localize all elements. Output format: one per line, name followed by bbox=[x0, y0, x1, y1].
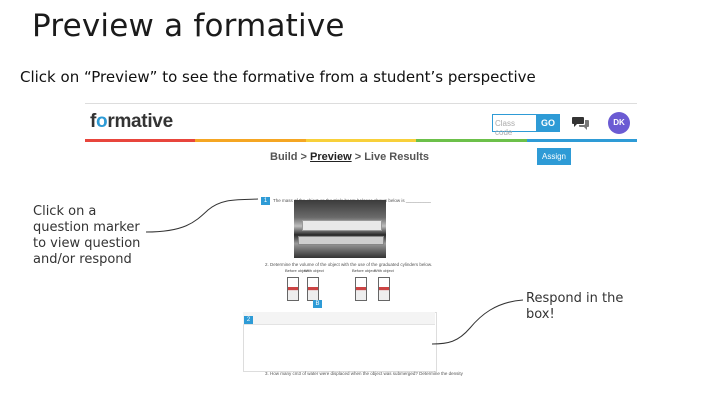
cylinder-label: Before object bbox=[285, 268, 309, 273]
question-1-part2-text: 2. Determine the volume of the object wi… bbox=[265, 262, 433, 267]
question-3-text: 3. How many cm3 of water were displaced … bbox=[265, 371, 463, 376]
tab-live-results[interactable]: Live Results bbox=[364, 151, 429, 163]
slide-title: Preview a formative bbox=[32, 8, 345, 44]
cylinder-label: With object bbox=[374, 268, 394, 273]
class-code-input[interactable]: Class code bbox=[492, 114, 536, 137]
graduated-cylinder-image bbox=[355, 277, 367, 301]
cylinder-label: With object bbox=[304, 268, 324, 273]
assign-button[interactable]: Assign bbox=[537, 148, 571, 165]
formative-logo[interactable]: formative bbox=[90, 111, 173, 132]
rainbow-segment bbox=[305, 139, 417, 142]
slide-subtitle: Click on “Preview” to see the formative … bbox=[20, 68, 536, 86]
cylinder-label: Before object bbox=[352, 268, 376, 273]
question-marker-2[interactable]: 2 bbox=[244, 316, 253, 324]
rainbow-segment bbox=[416, 139, 527, 142]
rainbow-segment bbox=[85, 139, 196, 142]
breadcrumb: Build > Preview > Live Results bbox=[270, 151, 429, 163]
rainbow-divider bbox=[85, 139, 638, 142]
response-box-header bbox=[243, 312, 435, 325]
avatar[interactable]: DK bbox=[608, 112, 630, 134]
question-marker-b[interactable]: B bbox=[313, 300, 322, 308]
balance-photo bbox=[294, 200, 386, 258]
graduated-cylinder-image bbox=[378, 277, 390, 301]
callout-line-left bbox=[145, 198, 259, 233]
callout-line-right bbox=[431, 299, 524, 345]
graduated-cylinder-image bbox=[287, 277, 299, 301]
go-button[interactable]: GO bbox=[536, 114, 560, 132]
rainbow-segment bbox=[195, 139, 306, 142]
chat-bubbles-icon[interactable] bbox=[572, 115, 590, 131]
rainbow-segment bbox=[526, 139, 638, 142]
tab-preview[interactable]: Preview bbox=[310, 151, 352, 163]
question-marker-1[interactable]: 1 bbox=[261, 197, 270, 205]
annotation-respond-box: Respond in the box! bbox=[526, 291, 624, 322]
annotation-question-marker: Click on a question marker to view quest… bbox=[33, 204, 141, 267]
tab-build[interactable]: Build bbox=[270, 151, 298, 163]
